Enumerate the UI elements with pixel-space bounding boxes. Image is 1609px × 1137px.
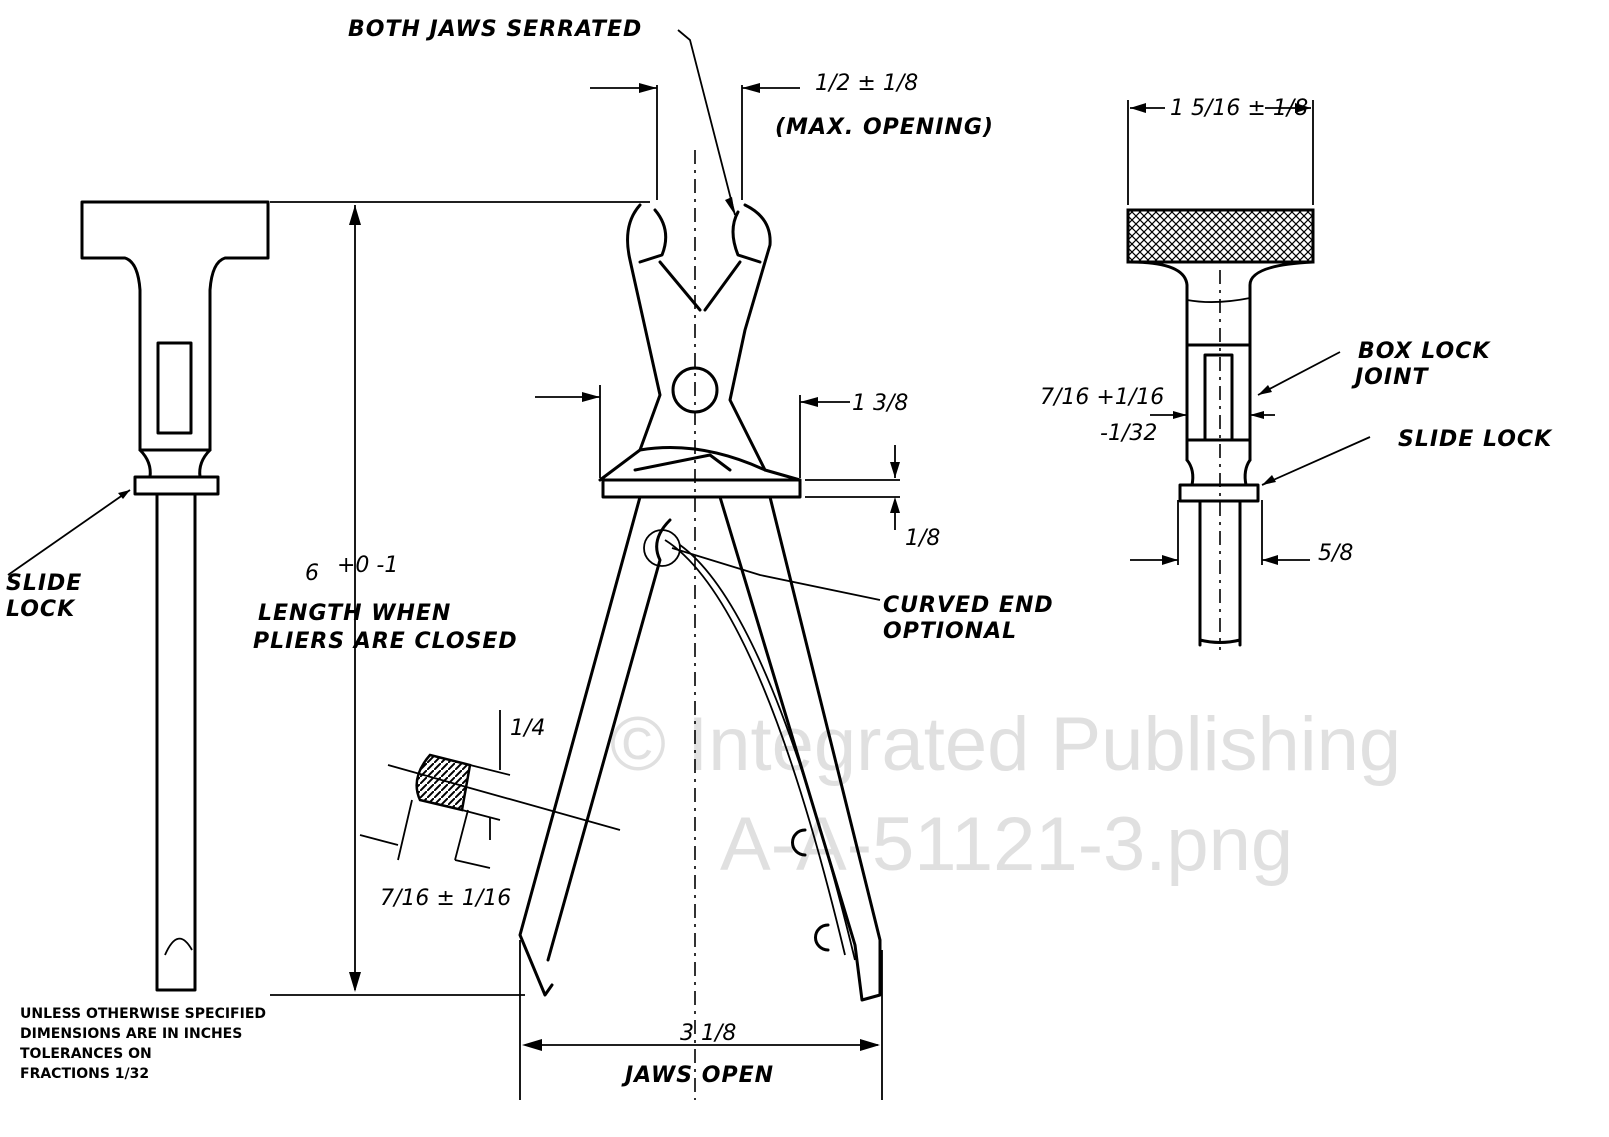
slide-lock-left-label-2: LOCK xyxy=(6,597,76,622)
length-dim-main: 6 xyxy=(305,561,319,586)
length-text-1: LENGTH WHEN xyxy=(258,601,451,626)
watermark-line-2: A-A-51121-3.png xyxy=(720,802,1293,887)
box-lock-joint-label-1: BOX LOCK xyxy=(1358,339,1491,364)
slide-lock-right-label: SLIDE LOCK xyxy=(1398,427,1553,452)
rod-dim-label: 5/8 xyxy=(1318,541,1353,566)
box-lock-joint-label-2: JOINT xyxy=(1351,365,1429,390)
side-view-right: 1 5/16 ± 1/8 BOX LOCK JOINT 7/16 +1/16 -… xyxy=(1040,96,1553,650)
length-dim-tol: +0 -1 xyxy=(337,553,398,578)
pliers-front-view xyxy=(518,150,882,1100)
section-thickness-dim-label: 1/4 xyxy=(510,716,545,741)
slide-thickness-dim-label: 1/8 xyxy=(905,526,940,551)
box-lock-dim-top: 7/16 +1/16 xyxy=(1040,385,1164,410)
general-notes: UNLESS OTHERWISE SPECIFIED DIMENSIONS AR… xyxy=(20,1006,266,1082)
both-jaws-serrated-label: BOTH JAWS SERRATED xyxy=(348,17,642,42)
box-lock-dim-bottom: -1/32 xyxy=(1100,421,1157,446)
jaws-open-dimension: 3 1/8 JAWS OPEN xyxy=(519,940,883,1100)
head-width-dim-label: 1 5/16 ± 1/8 xyxy=(1170,96,1308,121)
note-line: TOLERANCES ON xyxy=(20,1046,152,1062)
jaws-open-dim-label: 3 1/8 xyxy=(680,1021,736,1046)
max-opening-label: (MAX. OPENING) xyxy=(775,115,994,140)
curved-end-label-1: CURVED END xyxy=(883,593,1054,618)
note-line: UNLESS OTHERWISE SPECIFIED xyxy=(20,1006,266,1022)
max-opening-dim-label: 1/2 ± 1/8 xyxy=(815,71,918,96)
slide-lock-left xyxy=(133,475,220,496)
max-opening-dimension: BOTH JAWS SERRATED 1/2 ± 1/8 (MAX. OPENI… xyxy=(348,17,994,216)
section-width-dim-label: 7/16 ± 1/16 xyxy=(380,886,511,911)
watermark-line-1: © Integrated Publishing xyxy=(610,702,1401,787)
slide-lock-bar xyxy=(601,478,802,499)
note-line: DIMENSIONS ARE IN INCHES xyxy=(20,1026,242,1042)
note-line: FRACTIONS 1/32 xyxy=(20,1066,149,1082)
slide-bar-dim-label: 1 3/8 xyxy=(852,391,908,416)
slide-lock-left-label-1: SLIDE xyxy=(6,571,82,596)
slide-bar-dimension: 1 3/8 1/8 xyxy=(535,385,940,551)
curved-end-label-2: OPTIONAL xyxy=(883,619,1017,644)
length-text-2: PLIERS ARE CLOSED xyxy=(253,629,518,654)
jaws-open-label: JAWS OPEN xyxy=(621,1063,774,1088)
slide-lock-right xyxy=(1178,483,1260,503)
length-dimension xyxy=(270,201,650,996)
handle-section-view: 1/4 7/16 ± 1/16 xyxy=(359,710,621,911)
side-view-left xyxy=(7,200,270,992)
